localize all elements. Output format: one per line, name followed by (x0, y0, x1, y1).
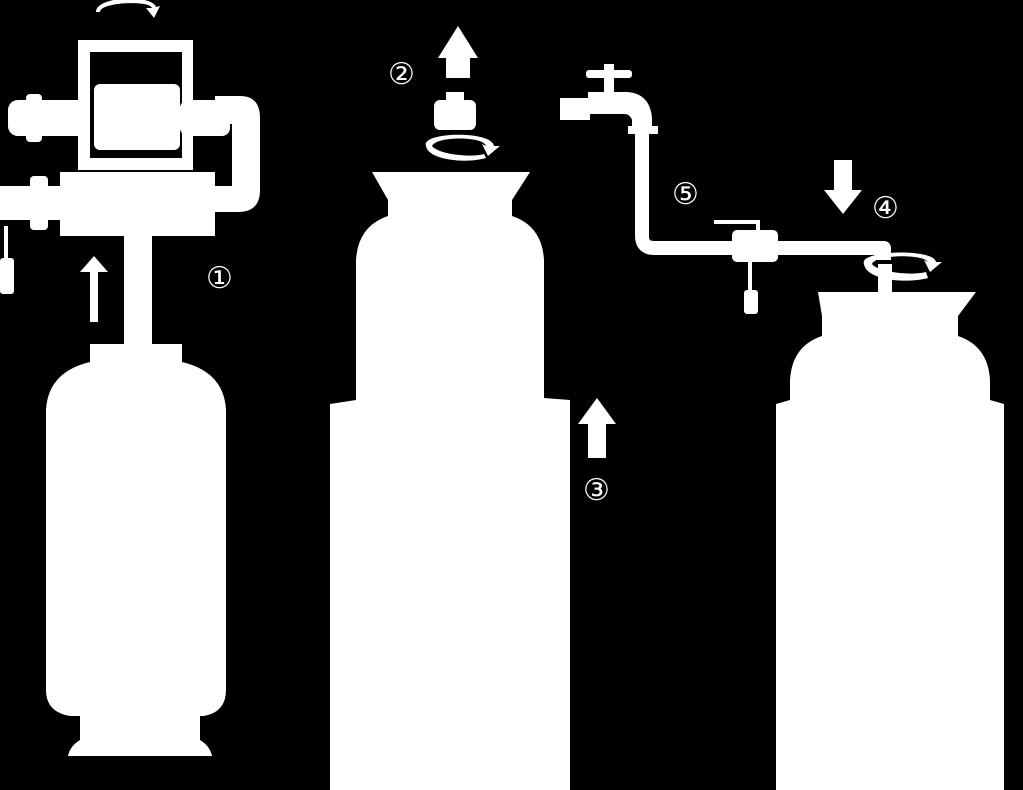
flushing-hose (635, 134, 891, 260)
filter-head (0, 40, 260, 294)
step-label-5: ⑤ (672, 177, 699, 212)
faucet-assembly (560, 64, 658, 134)
arrow-up-icon (578, 398, 616, 458)
removed-plug (434, 100, 476, 130)
arrow-down-icon (824, 160, 862, 214)
rotation-arrow-icon (96, 0, 160, 18)
tank-3-body (776, 292, 1004, 790)
tank-1-body (46, 344, 226, 756)
step-label-1: ① (206, 261, 233, 296)
arrow-up-icon (80, 256, 108, 322)
step-label-3: ③ (583, 473, 610, 508)
step-label-2: ② (388, 57, 415, 92)
step-label-4: ④ (872, 191, 899, 226)
arrow-up-icon (438, 26, 478, 78)
tank-2-body (330, 172, 570, 790)
rotation-arrow-icon (425, 134, 500, 161)
tank-1-neck (124, 232, 152, 344)
tank-3-inlet (878, 264, 892, 294)
tank-2-assembly (330, 26, 570, 790)
tank-1-assembly (0, 0, 260, 756)
hose-valve (714, 220, 778, 314)
